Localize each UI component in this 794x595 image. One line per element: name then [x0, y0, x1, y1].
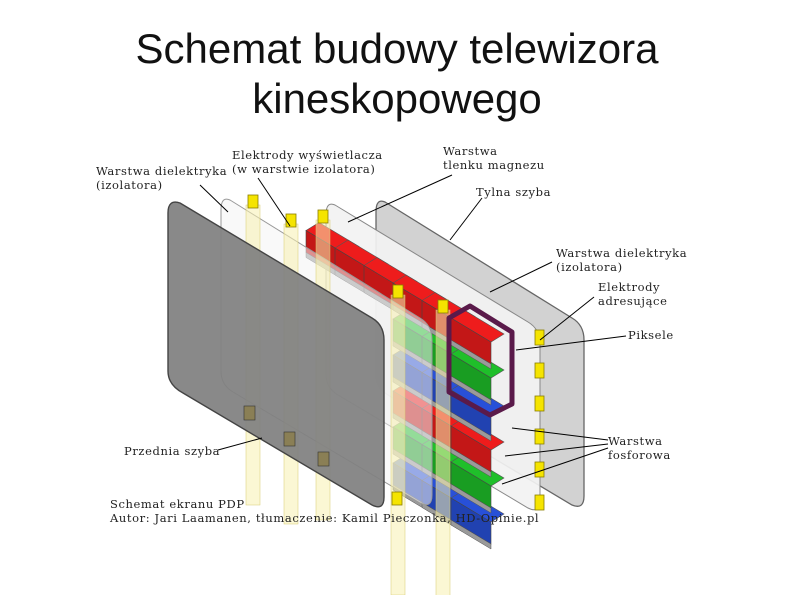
- address-electrode-tab: [534, 329, 545, 346]
- label-dielectric-right-1: Warstwa dielektryka: [556, 246, 687, 260]
- address-electrode-tab: [534, 395, 545, 412]
- display-electrode-tab: [285, 213, 297, 228]
- address-electrode-tab: [534, 461, 545, 478]
- cell-rib: [450, 447, 492, 478]
- display-electrode-tab: [391, 491, 403, 506]
- label-magnesium-1: Warstwa: [443, 144, 498, 158]
- label-display-electrodes-1: Elektrody wyświetlacza: [232, 148, 383, 162]
- pixel-outline: [446, 303, 515, 418]
- label-phosphor-1: Warstwa: [608, 434, 663, 448]
- front-glass-layer: [167, 201, 385, 508]
- label-phosphor-2: fosforowa: [608, 448, 671, 462]
- label-display-electrodes-2: (w warstwie izolatora): [232, 162, 375, 176]
- caption-line-2: Autor: Jari Laamanen, tłumaczenie: Kamil…: [109, 511, 539, 525]
- display-electrode-tab: [247, 194, 259, 209]
- title-line-1: Schemat budowy telewizora: [135, 25, 659, 72]
- leader-lines: [199, 174, 627, 485]
- caption-line-1: Schemat ekranu PDP: [110, 497, 245, 511]
- display-electrode-strip: [390, 294, 406, 595]
- label-front-glass: Przednia szyba: [124, 444, 220, 458]
- front-glass-tab: [243, 405, 256, 421]
- label-magnesium-2: tlenku magnezu: [443, 158, 545, 172]
- front-glass-tab: [317, 451, 330, 467]
- address-electrode-tab: [534, 428, 545, 445]
- label-rear-glass: Tylna szyba: [476, 185, 551, 199]
- label-dielectric-left-1: Warstwa dielektryka: [96, 164, 227, 178]
- label-dielectric-left-2: (izolatora): [96, 178, 163, 192]
- cell-rib: [450, 519, 492, 550]
- label-dielectric-right-2: (izolatora): [556, 260, 623, 274]
- cell-rib: [450, 411, 492, 442]
- address-electrode-tab: [534, 494, 545, 511]
- label-address-electrodes-1: Elektrody: [598, 280, 660, 294]
- label-pixels: Piksele: [628, 328, 674, 342]
- display-electrode-tab: [317, 209, 329, 224]
- title-line-2: kineskopowego: [252, 75, 542, 122]
- cell-rib: [450, 483, 492, 514]
- front-glass-electrode-tabs: [243, 405, 330, 467]
- label-address-electrodes-2: adresujące: [598, 294, 668, 308]
- front-glass-tab: [283, 431, 296, 447]
- address-electrode-tab: [534, 362, 545, 379]
- page-title: Schemat budowy telewizora kineskopowego: [0, 24, 794, 124]
- display-electrode-tab: [437, 299, 449, 314]
- display-electrode-tab: [392, 284, 404, 299]
